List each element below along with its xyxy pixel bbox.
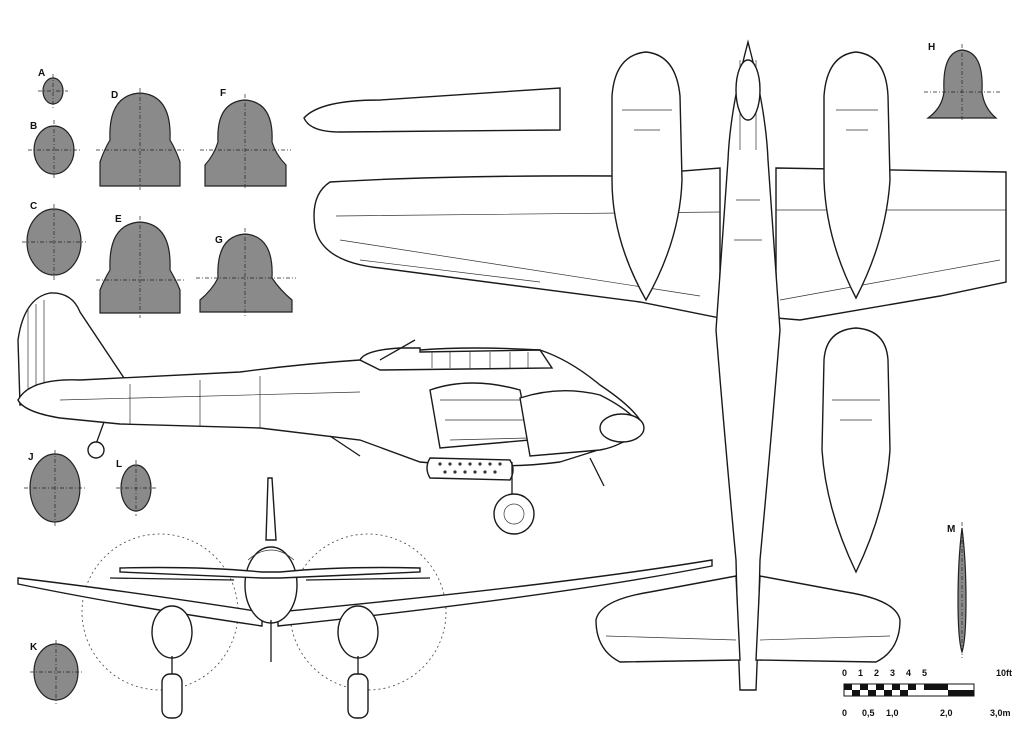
bomb-rack-dots	[438, 462, 502, 474]
section-f: F	[200, 88, 291, 190]
scale-m-1-0: 1,0	[886, 708, 899, 718]
section-d: D	[96, 88, 184, 190]
section-g: G	[196, 228, 296, 318]
section-label-j: J	[28, 452, 34, 463]
cross-sections: A B C D E F G	[22, 42, 1000, 704]
meter-scale-labels: 0 0,5 1,0 2,0 3,0m	[842, 708, 1011, 718]
section-label-h: H	[928, 42, 935, 53]
scale-ft-5: 5	[922, 668, 927, 678]
scale-bar: 0 1 2 3 4 5 10ft 0 0,5 1,0 2,0	[842, 668, 1012, 718]
scale-ft-2: 2	[874, 668, 879, 678]
scale-ft-1: 1	[858, 668, 863, 678]
scale-ft-0: 0	[842, 668, 847, 678]
scale-m-0-5: 0,5	[862, 708, 875, 718]
section-k: K	[30, 640, 82, 704]
scale-m-2-0: 2,0	[940, 708, 953, 718]
scale-m-3-0: 3,0m	[990, 708, 1011, 718]
feet-scale-labels: 0 1 2 3 4 5 10ft	[842, 668, 1012, 678]
section-label-d: D	[111, 90, 118, 101]
scale-ruler	[843, 683, 975, 697]
section-a: A	[38, 68, 68, 108]
section-label-b: B	[30, 121, 37, 132]
scale-ft-3: 3	[890, 668, 895, 678]
section-label-f: F	[220, 88, 226, 99]
scale-ft-4: 4	[906, 668, 911, 678]
section-label-e: E	[115, 214, 122, 225]
top-view	[303, 39, 1007, 691]
side-view	[17, 292, 645, 535]
section-e: E	[96, 214, 184, 318]
section-label-c: C	[30, 201, 37, 212]
section-label-m: M	[947, 524, 955, 535]
section-label-g: G	[215, 235, 223, 246]
front-view	[17, 477, 713, 719]
scale-ft-10: 10ft	[996, 668, 1012, 678]
section-j: J	[24, 450, 86, 526]
section-c: C	[22, 201, 86, 280]
section-label-a: A	[38, 68, 45, 79]
section-label-l: L	[116, 459, 122, 470]
section-b: B	[28, 120, 80, 180]
section-label-k: K	[30, 642, 38, 653]
scale-m-0: 0	[842, 708, 847, 718]
section-h: H	[924, 42, 1000, 122]
section-l: L	[116, 459, 156, 516]
section-m: M	[947, 522, 967, 658]
